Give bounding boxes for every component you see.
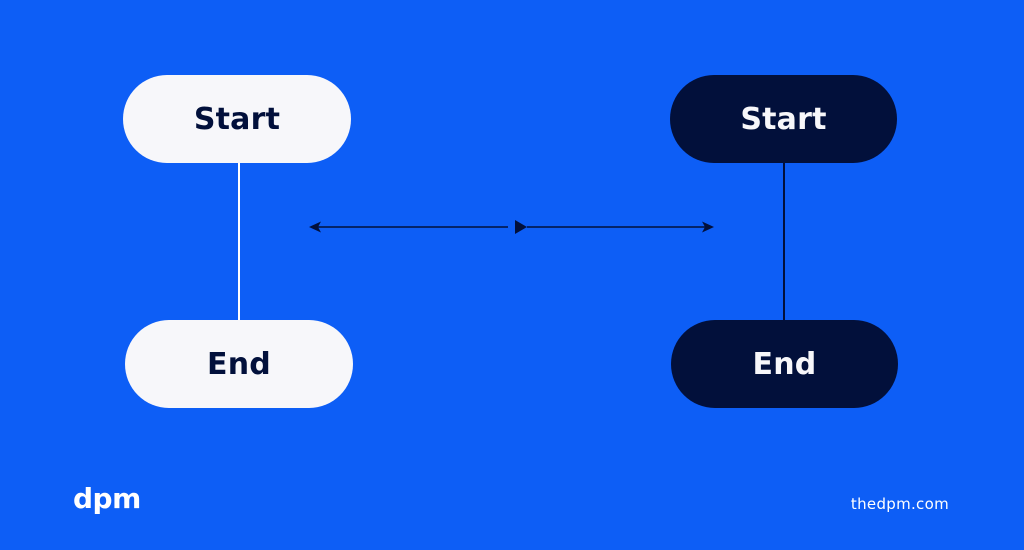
site-url: thedpm.com [850,495,949,513]
right-start-label: Start [740,101,827,137]
left-start-label: Start [193,101,281,137]
right-connector-line [783,162,785,322]
left-connector-line [238,162,240,322]
left-end-label: End [207,346,271,382]
dpm-logo: dpm [73,482,141,515]
right-start-node: Start [670,75,897,163]
right-end-label: End [752,346,817,382]
center-arrowhead-icon [515,220,527,234]
left-end-node: End [125,320,353,408]
left-start-node: Start [123,75,351,163]
right-arrowhead-icon [702,221,714,233]
left-arrowhead-icon [309,221,321,233]
right-end-node: End [671,320,898,408]
